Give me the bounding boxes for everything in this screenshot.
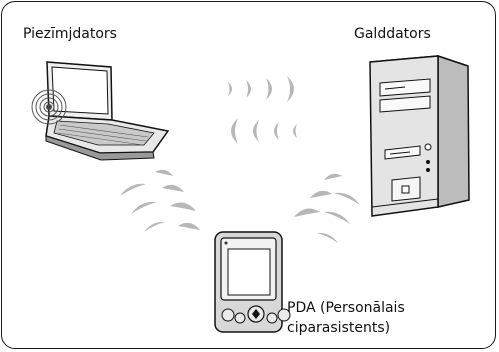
pda-label-line2: ciparasistents) (287, 320, 391, 336)
signal-waves-desktop-pda (294, 173, 360, 243)
signal-waves-to-laptop (231, 118, 297, 144)
signal-waves-laptop-pda (120, 169, 200, 232)
desktop-label: Galddators (354, 26, 431, 42)
signal-waves-to-desktop (228, 76, 294, 102)
pda-label-line1: PDA (Personālais (287, 300, 405, 316)
laptop-icon (31, 61, 170, 161)
pda-icon (214, 231, 291, 333)
desktop-icon (369, 54, 470, 217)
laptop-label: Piezīmjdators (23, 26, 117, 42)
